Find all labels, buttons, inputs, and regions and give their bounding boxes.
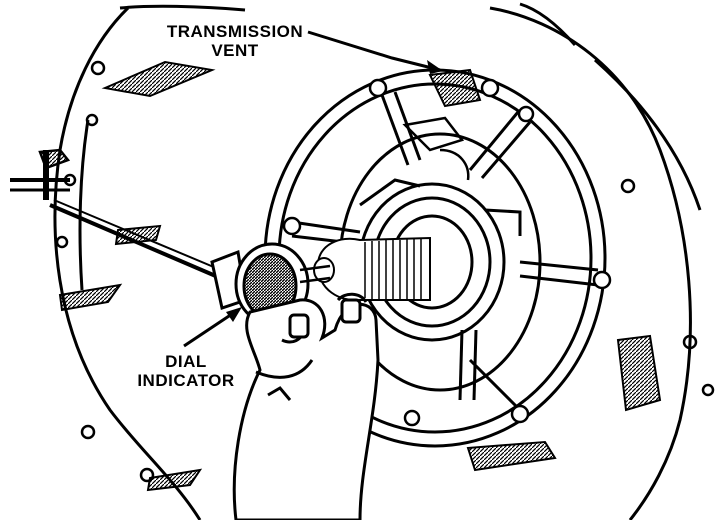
bell-housing xyxy=(53,2,702,520)
housing-ribs xyxy=(58,60,662,492)
housing-spokes xyxy=(291,91,599,412)
dial-callout-line2: INDICATOR xyxy=(137,371,235,390)
leader-arrowheads xyxy=(226,60,443,322)
vent-callout-line2: VENT xyxy=(211,41,259,60)
mounting-bosses xyxy=(55,60,715,483)
technician-hand xyxy=(232,292,380,520)
vent-callout-line1: TRANSMISSION xyxy=(166,22,304,41)
vent-callout: TRANSMISSION VENT xyxy=(150,22,320,60)
housing-bolts xyxy=(282,78,612,427)
indicator-rod xyxy=(10,148,229,282)
output-shaft xyxy=(313,236,431,302)
shaft-splines xyxy=(364,239,422,301)
dial-callout-line1: DIAL xyxy=(165,352,207,371)
dial-callout: DIAL INDICATOR xyxy=(130,352,242,390)
transmission-vent xyxy=(402,116,470,181)
